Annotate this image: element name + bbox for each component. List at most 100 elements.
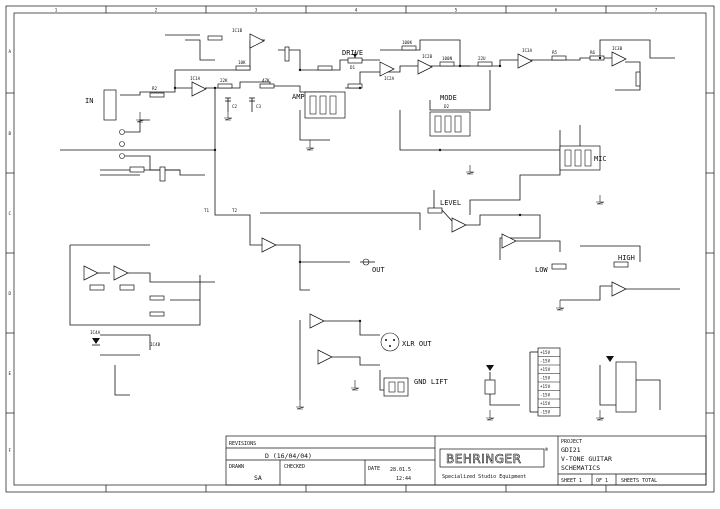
project-code: GDI21 [561, 446, 581, 454]
pin-row: -15V [540, 376, 551, 381]
amp-label: AMP [292, 93, 305, 101]
column-marker: 4 [355, 8, 358, 13]
checked-label: CHECKED [284, 464, 305, 470]
sheet-label: SHEET 1 [561, 478, 582, 484]
part-label: T2 [232, 208, 238, 213]
decoupling-area [484, 356, 661, 413]
project-label: PROJECT [561, 439, 582, 445]
drawn-value: SA [254, 474, 262, 482]
top-signal-wiring [60, 34, 675, 215]
part-label: 100K [402, 40, 413, 45]
pin-row: +15V [540, 384, 551, 389]
opamp-ic3a: IC3A [517, 48, 533, 69]
input-section: IN [85, 89, 205, 182]
opamp-ic2b: IC2B [417, 54, 433, 75]
row-markers: A B C D E F [9, 49, 12, 453]
high-label: HIGH [618, 254, 635, 262]
drive-label: DRIVE [342, 49, 363, 57]
part-label: R5 [552, 50, 558, 55]
column-marker: 7 [655, 8, 658, 13]
title-block: REVISIONS D (16/04/04) DRAWN SA CHECKED … [225, 435, 707, 486]
brand-mark: ® [545, 447, 549, 453]
gnd-lift-switch[interactable]: GND LIFT [383, 377, 449, 397]
part-label: IC4B [150, 342, 161, 347]
gnd-lift-label: GND LIFT [414, 378, 449, 386]
row-marker: E [9, 371, 12, 376]
level-section[interactable]: LEVEL [427, 190, 520, 233]
mic-label: MIC [594, 155, 607, 163]
mode-label: MODE [440, 94, 457, 102]
row-marker: F [9, 448, 12, 453]
pin-row: -15V [540, 359, 551, 364]
row-marker: B [9, 131, 12, 136]
part-label: IC3A [522, 48, 533, 53]
part-label: 10K [238, 60, 246, 65]
pin-row: +15V [540, 401, 551, 406]
project-name: V-TONE GUITAR [561, 455, 612, 463]
row-marker: D [9, 291, 12, 296]
input-label: IN [85, 97, 93, 105]
junction-dots [173, 56, 602, 323]
column-marker: 5 [455, 8, 458, 13]
pin-row: -15V [540, 410, 551, 415]
part-label: R6 [590, 50, 596, 55]
part-label: IC1A [190, 76, 201, 81]
part-label: 22U [478, 56, 486, 61]
opamp-ic1b: IC1B [232, 28, 265, 49]
time-value: 12:44 [396, 476, 411, 482]
column-marker: 6 [555, 8, 558, 13]
part-label: IC3B [612, 46, 623, 51]
date-label: DATE [368, 466, 380, 472]
part-label: R2 [152, 86, 158, 91]
low-pot[interactable]: LOW [535, 263, 567, 274]
part-label: IC1B [232, 28, 243, 33]
column-marker: 2 [155, 8, 158, 13]
brand-tagline: Specialized Studio Equipment [442, 474, 526, 480]
mode-switch[interactable]: MODE D2 [429, 94, 471, 137]
part-label: 22K [220, 78, 228, 83]
level-label: LEVEL [440, 199, 461, 207]
part-label: IC2B [422, 54, 433, 59]
ground-symbols [136, 112, 605, 421]
part-label: T1 [204, 208, 210, 213]
part-label: 100N [442, 56, 453, 61]
part-label: C3 [256, 104, 262, 109]
part-label: IC4A [90, 330, 101, 335]
pin-row: -15V [540, 393, 551, 398]
part-label: 47K [262, 78, 270, 83]
tone-wiring [499, 214, 680, 301]
amp-switch[interactable]: AMP [292, 91, 346, 119]
column-marker: 3 [255, 8, 258, 13]
high-pot[interactable]: HIGH [613, 254, 635, 268]
part-label: C2 [232, 104, 238, 109]
pin-row: +15V [540, 350, 551, 355]
power-section: T1 T2 IC4A IC4B [69, 208, 238, 396]
output-wiring [214, 150, 421, 400]
revisions-label: REVISIONS [229, 441, 256, 447]
row-marker: C [9, 211, 12, 216]
column-marker: 1 [55, 8, 58, 13]
row-marker: A [9, 49, 12, 54]
revision-value: D (16/04/04) [265, 452, 312, 460]
brand-logo-text: BEHRINGER [446, 452, 521, 466]
part-label: D1 [350, 65, 356, 70]
opamp-ic2a: IC2A [379, 61, 395, 81]
date-value: 28.01.5 [390, 467, 411, 473]
sheets-total-label: SHEETS TOTAL [621, 478, 657, 484]
of-label: OF 1 [596, 478, 608, 484]
part-label: IC2A [384, 76, 395, 81]
drawn-label: DRAWN [229, 464, 244, 470]
top-components: R2 22K 10K 47K 100K 100N 22U C2 C3 R5 R6 [149, 35, 641, 112]
xlr-out-label: XLR OUT [402, 340, 432, 348]
opamp-ic1a: IC1A [190, 76, 207, 97]
drive-pot[interactable]: DRIVE D1 [342, 49, 363, 70]
opamp-ic3b: IC3B [611, 46, 627, 67]
part-label: D2 [444, 104, 450, 109]
xlr-out-connector[interactable]: XLR OUT [380, 332, 432, 352]
out-jack[interactable]: OUT [362, 258, 385, 274]
mic-switch[interactable]: MIC [559, 145, 607, 171]
supply-pin-table: +15V -15V +15V -15V +15V -15V +15V -15V [529, 347, 561, 417]
out-label: OUT [372, 266, 385, 274]
column-markers: 1 2 3 4 5 6 7 [55, 8, 658, 13]
